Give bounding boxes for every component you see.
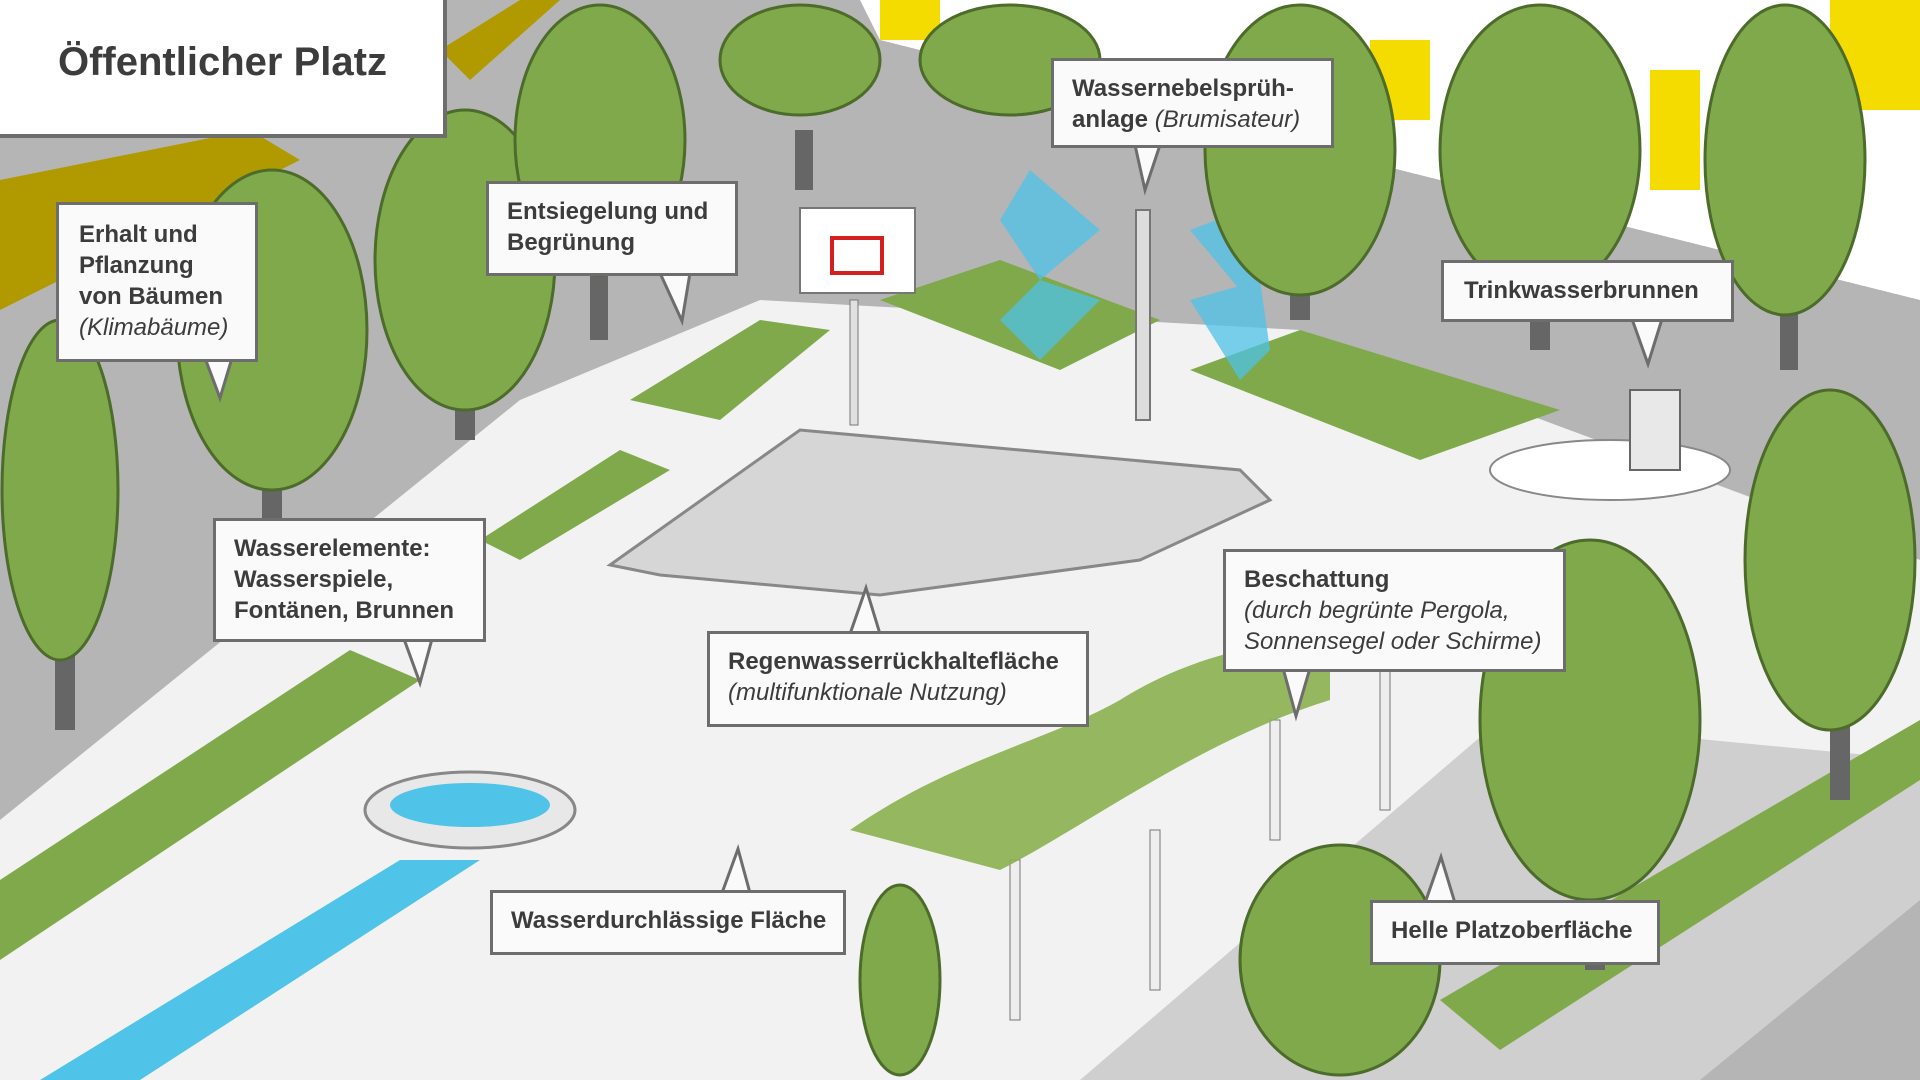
- callout-text: Regenwasserrückhaltefläche: [728, 648, 1059, 675]
- callout-unsealing: Entsiegelung und Begrünung: [486, 181, 738, 276]
- callout-text: Trinkwasserbrunnen: [1464, 277, 1699, 304]
- callout-trees: Erhalt und Pflanzung von Bäumen (Klimabä…: [56, 202, 258, 362]
- callout-rainwater: Regenwasserrückhaltefläche (multifunktio…: [707, 631, 1089, 727]
- callout-text: Pflanzung: [79, 252, 194, 279]
- callout-text: Wasserdurchlässige Fläche: [511, 907, 827, 934]
- callout-permeable: Wasserdurchlässige Fläche: [490, 890, 846, 955]
- callout-text: Fontänen, Brunnen: [234, 597, 454, 624]
- callout-note: (multifunktionale Nutzung): [728, 679, 1007, 706]
- callout-water-elements: Wasserelemente: Wasserspiele, Fontänen, …: [213, 518, 486, 642]
- title-box: Öffentlicher Platz: [0, 0, 447, 138]
- page-title: Öffentlicher Platz: [58, 40, 387, 84]
- drinking-fountain-base: [1489, 439, 1731, 501]
- basketball-board: [799, 207, 916, 294]
- callout-bright-surface: Helle Platzoberfläche: [1370, 900, 1660, 965]
- callout-text: anlage: [1072, 106, 1149, 133]
- callout-note: (Klimabäume): [79, 314, 229, 341]
- callout-drinking-fountain: Trinkwasserbrunnen: [1441, 260, 1734, 322]
- callout-text: Entsiegelung und: [507, 198, 709, 225]
- callout-text: Wasserspiele,: [234, 566, 394, 593]
- green-beds: [0, 260, 1920, 1050]
- water-channel: [40, 860, 480, 1080]
- callout-text: Wassernebelsprüh-: [1072, 75, 1294, 102]
- mist-pole: [1135, 209, 1151, 421]
- pergola: [850, 640, 1391, 1021]
- callout-text: von Bäumen: [79, 283, 224, 310]
- callout-text: Begrünung: [507, 229, 635, 256]
- callout-mist: Wassernebelsprüh- anlage (Brumisateur): [1051, 58, 1334, 148]
- callout-note: (Brumisateur): [1154, 106, 1301, 133]
- rainwater-basin: [606, 428, 1273, 597]
- drinking-fountain: [1629, 389, 1681, 471]
- callout-text: Helle Platzoberfläche: [1391, 917, 1633, 944]
- callout-text: Beschattung: [1244, 566, 1390, 593]
- callout-shade: Beschattung (durch begrünte Pergola, Son…: [1223, 549, 1566, 672]
- callout-note: Sonnensegel oder Schirme): [1244, 628, 1542, 655]
- callout-note: (durch begrünte Pergola,: [1244, 597, 1510, 624]
- callout-text: Wasserelemente:: [234, 535, 431, 562]
- callout-text: Erhalt und: [79, 221, 198, 248]
